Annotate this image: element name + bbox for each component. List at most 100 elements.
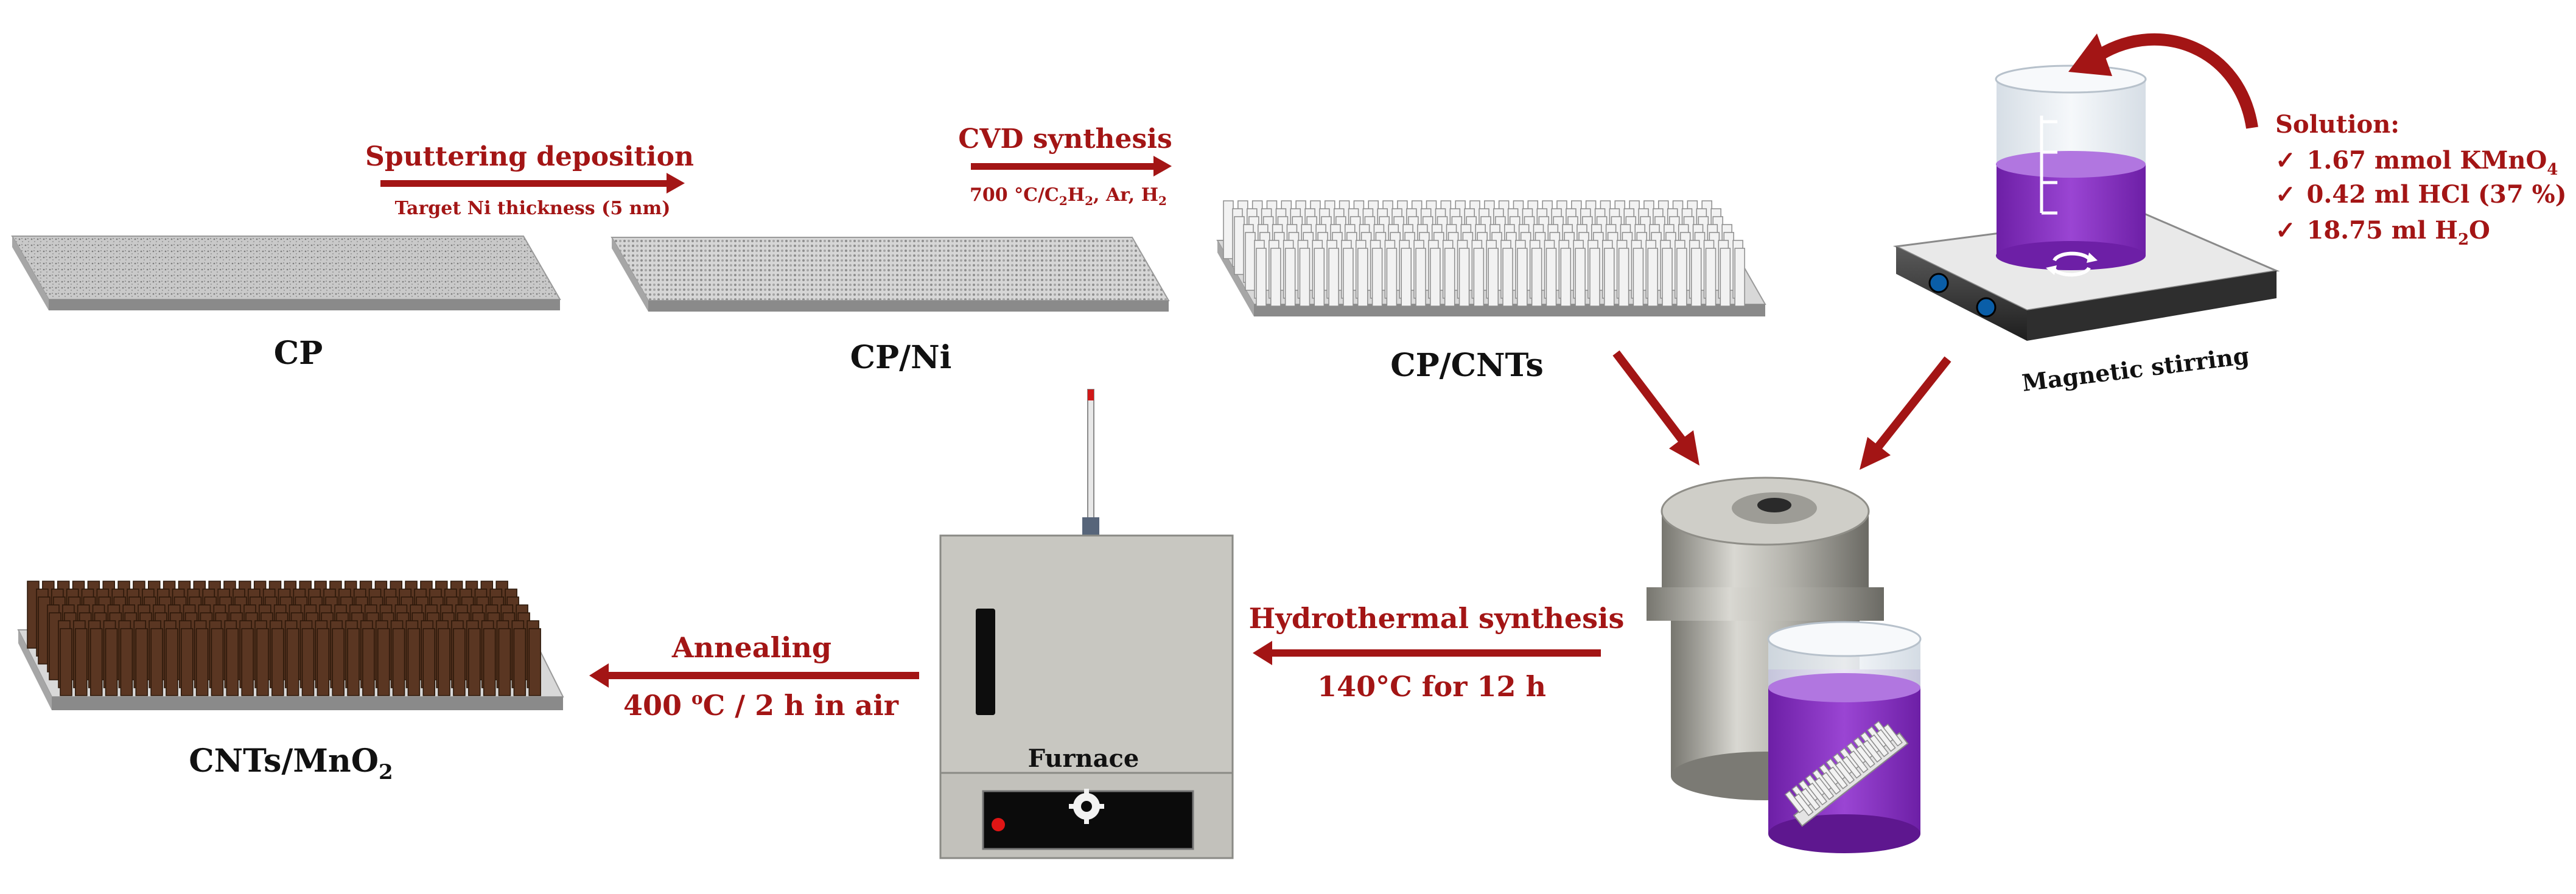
nanotube	[1883, 724, 1903, 747]
nanotube	[1662, 248, 1673, 307]
nanotube	[166, 628, 178, 696]
sputtering-arrow	[380, 173, 685, 194]
nanotube	[1517, 248, 1528, 307]
nanotube	[362, 628, 375, 696]
nanotube	[1245, 232, 1256, 291]
hydrothermal-detail: 140°C for 12 h	[1317, 670, 1546, 703]
nanotube	[1560, 248, 1572, 307]
furnace-label: Furnace	[1028, 744, 1139, 773]
nanotube	[60, 628, 72, 696]
nanotube	[1814, 777, 1835, 800]
solution-item-h2o: ✓18.75 ml H2O	[2275, 216, 2490, 249]
nanotube	[1793, 793, 1814, 817]
annealing-arrow	[589, 663, 919, 688]
nanotube	[1862, 739, 1883, 763]
annealing-detail: 400 oC / 2 h in air	[623, 688, 899, 722]
nanotube	[301, 628, 315, 696]
nanotube	[1401, 248, 1412, 307]
nanotube	[1828, 766, 1848, 790]
immersed-sample	[1784, 721, 1909, 827]
nanotube	[1734, 248, 1745, 307]
nanotube	[528, 628, 541, 696]
nanotube	[332, 628, 345, 696]
nanotube	[1821, 772, 1841, 795]
nanotube	[422, 628, 435, 696]
nanotube	[75, 628, 88, 696]
cnts-mno2-substrate	[17, 581, 564, 710]
nanotube	[1589, 248, 1600, 307]
stirrer-knob-icon	[1928, 273, 1949, 293]
nanotube	[1720, 248, 1731, 307]
nanotube	[226, 628, 239, 696]
nanotube	[1575, 248, 1586, 307]
solution-title: Solution:	[2275, 110, 2399, 139]
nanotube	[1848, 750, 1869, 774]
nanotube	[317, 628, 330, 696]
nanotube	[286, 628, 299, 696]
nanotube	[105, 628, 118, 696]
nanotube	[1531, 248, 1542, 307]
nanotube	[89, 628, 103, 696]
sputtering-title: Sputtering deposition	[365, 141, 694, 172]
nanotube	[453, 628, 466, 696]
label-cnts-mno2: CNTs/MnO2	[189, 742, 393, 784]
nanotube	[1458, 248, 1470, 307]
nanotube	[1841, 755, 1862, 779]
nanotube	[120, 628, 133, 696]
nanotube	[150, 628, 163, 696]
arrow-cnts-to-autoclave	[1612, 350, 1699, 466]
nanotube	[1357, 248, 1368, 307]
nanotube	[1676, 248, 1687, 307]
hydrothermal-title: Hydrothermal synthesis	[1249, 602, 1625, 635]
sputtering-detail: Target Ni thickness (5 nm)	[395, 198, 671, 219]
nanotube	[181, 628, 194, 696]
nanotube	[407, 628, 421, 696]
nanotube	[1314, 248, 1325, 307]
label-cp-ni: CP/Ni	[850, 339, 952, 376]
furnace-door-handle	[976, 609, 995, 715]
nanotube	[1444, 248, 1455, 307]
cp-substrate	[11, 236, 561, 310]
nanotube	[1807, 782, 1828, 806]
nanotube	[1234, 216, 1245, 275]
nanotube	[1502, 248, 1513, 307]
nanotube	[513, 628, 527, 696]
annealing-title: Annealing	[671, 631, 831, 664]
cnt-forest-mno2	[27, 581, 541, 696]
nanotube	[1876, 728, 1896, 752]
nanotube	[1705, 248, 1717, 307]
cnt-forest-white	[1223, 200, 1745, 307]
nanotube	[1386, 248, 1398, 307]
nanotube	[1270, 248, 1281, 307]
nanotube	[1223, 200, 1234, 259]
cvd-detail: 700 °C/C2H2, Ar, H2	[970, 184, 1167, 208]
teflon-vessel	[1767, 621, 1922, 853]
label-cp: CP	[274, 335, 323, 372]
stirrer-knob-icon	[1976, 297, 1997, 318]
nanotube	[1618, 248, 1629, 307]
nanotube	[1855, 745, 1875, 768]
stirrer-label: Magnetic stirring	[2020, 341, 2250, 396]
nanotube	[1545, 248, 1557, 307]
nanotube	[1343, 248, 1354, 307]
nanotube	[1690, 248, 1702, 307]
thermometer-icon	[1082, 389, 1099, 536]
nanotube	[1371, 248, 1383, 307]
nanotube	[1284, 248, 1296, 307]
power-light-icon	[992, 818, 1005, 831]
nanotube	[377, 628, 390, 696]
cvd-arrow	[971, 156, 1172, 176]
cp-ni-substrate	[611, 237, 1170, 312]
arrow-solution-to-autoclave	[1860, 356, 1951, 470]
beaker	[1995, 65, 2147, 277]
label-cp-cnts: CP/CNTs	[1390, 347, 1544, 384]
nanotube	[211, 628, 224, 696]
nanotube	[392, 628, 405, 696]
nanotube	[1647, 248, 1658, 307]
nanotube	[1415, 248, 1426, 307]
nanotube	[1633, 248, 1644, 307]
nanotube	[1430, 248, 1441, 307]
nanotube	[195, 628, 209, 696]
nanotube	[135, 628, 148, 696]
